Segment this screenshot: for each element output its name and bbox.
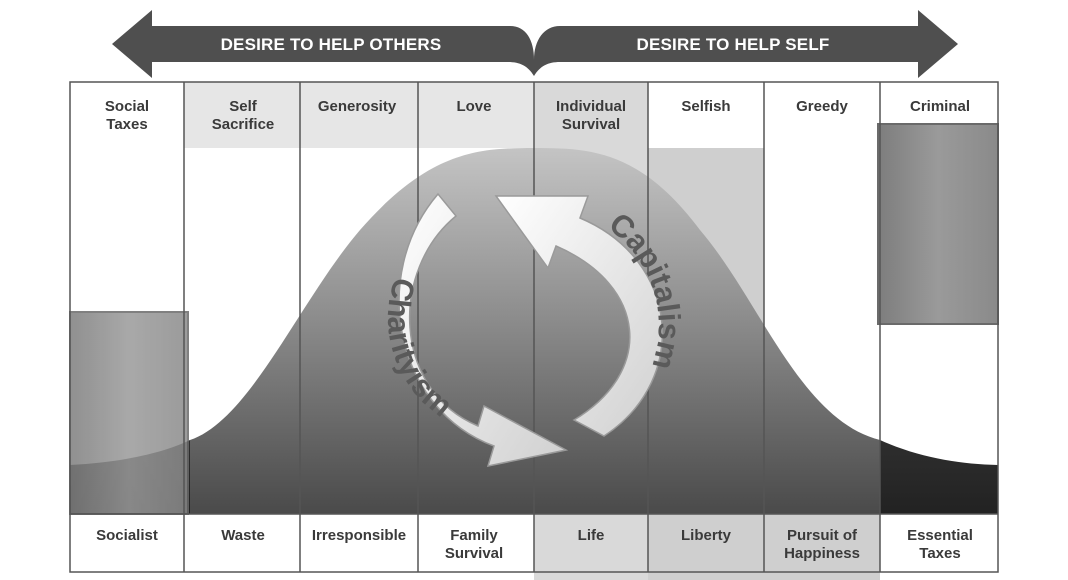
criminal-taxes-block <box>877 123 999 325</box>
help-others-label: DESIRE TO HELP OTHERS <box>221 35 442 54</box>
col-top-greedy: Greedy <box>796 98 848 115</box>
charityism-arrow <box>398 192 569 467</box>
col-top-selfish: Selfish <box>681 98 730 115</box>
col-bottom-liberty: Liberty <box>681 527 732 544</box>
right-tail <box>880 440 998 514</box>
col-bottom-socialist: Socialist <box>96 527 158 544</box>
social-taxes-block <box>69 311 189 515</box>
capitalism-arrow <box>494 195 663 437</box>
help-others-arrow <box>112 10 534 78</box>
col-bottom-irresponsible: Irresponsible <box>312 527 406 544</box>
grid <box>69 81 999 573</box>
help-self-arrow <box>534 10 958 78</box>
col-top-criminal: Criminal <box>910 98 970 115</box>
col-top-love: Love <box>456 98 491 115</box>
col-bottom-waste: Waste <box>221 527 265 544</box>
col-top-generosity: Generosity <box>318 98 397 115</box>
self-sacrifice-highlight <box>184 82 534 148</box>
pursuit-column-shade <box>764 514 880 580</box>
help-self-label: DESIRE TO HELP SELF <box>636 35 829 54</box>
col-bottom-life: Life <box>578 527 605 544</box>
bell-curve <box>190 148 880 514</box>
